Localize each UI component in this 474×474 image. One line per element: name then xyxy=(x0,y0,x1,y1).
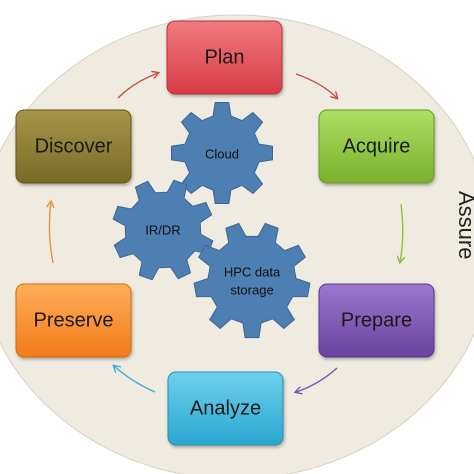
stage-acquire: Acquire xyxy=(318,109,435,184)
arrow-discover-to-plan xyxy=(117,73,158,99)
arrow-prepare-to-analyze xyxy=(296,367,338,392)
gear-cloud-shape xyxy=(171,102,273,204)
stage-analyze-box xyxy=(167,371,284,446)
stage-plan-label: Plan xyxy=(204,47,244,69)
stage-discover-box xyxy=(15,109,132,184)
gear-hpc-label-line-2: storage xyxy=(230,283,273,298)
stage-prepare-box xyxy=(318,283,435,358)
stage-acquire-box xyxy=(318,109,435,184)
gear-ir-dr-label: IR/DR xyxy=(145,223,180,238)
stage-preserve-label: Preserve xyxy=(33,310,113,332)
stage-prepare-label: Prepare xyxy=(341,310,412,332)
arrow-plan-to-acquire xyxy=(295,73,337,98)
stage-preserve: Preserve xyxy=(15,283,132,358)
gear-ir-dr-shape xyxy=(112,179,214,281)
stage-plan: Plan xyxy=(166,20,283,95)
stage-analyze: Analyze xyxy=(167,371,284,446)
stage-prepare: Prepare xyxy=(318,283,435,358)
gear-ir-dr: IR/DR xyxy=(112,179,214,281)
gear-hpc-data-storage-shape xyxy=(193,222,311,339)
stage-preserve-box xyxy=(15,283,132,358)
gear-cloud-label: Cloud xyxy=(205,147,239,162)
stage-analyze-label: Analyze xyxy=(190,398,261,420)
cycle-arrows xyxy=(49,73,402,392)
arrow-preserve-to-discover xyxy=(49,202,53,264)
gear-hpc-data-storage: HPC data storage xyxy=(193,222,311,339)
stage-discover-label: Discover xyxy=(35,136,113,158)
gear-cloud: Cloud xyxy=(171,102,273,204)
stage-acquire-label: Acquire xyxy=(343,136,411,158)
stage-plan-box xyxy=(166,20,283,95)
side-label-assure: Assure xyxy=(454,191,474,259)
stage-discover: Discover xyxy=(15,109,132,184)
arrow-analyze-to-preserve xyxy=(114,366,156,393)
gear-hpc-label-line-1: HPC data xyxy=(224,265,281,280)
arrow-acquire-to-prepare xyxy=(400,203,403,262)
